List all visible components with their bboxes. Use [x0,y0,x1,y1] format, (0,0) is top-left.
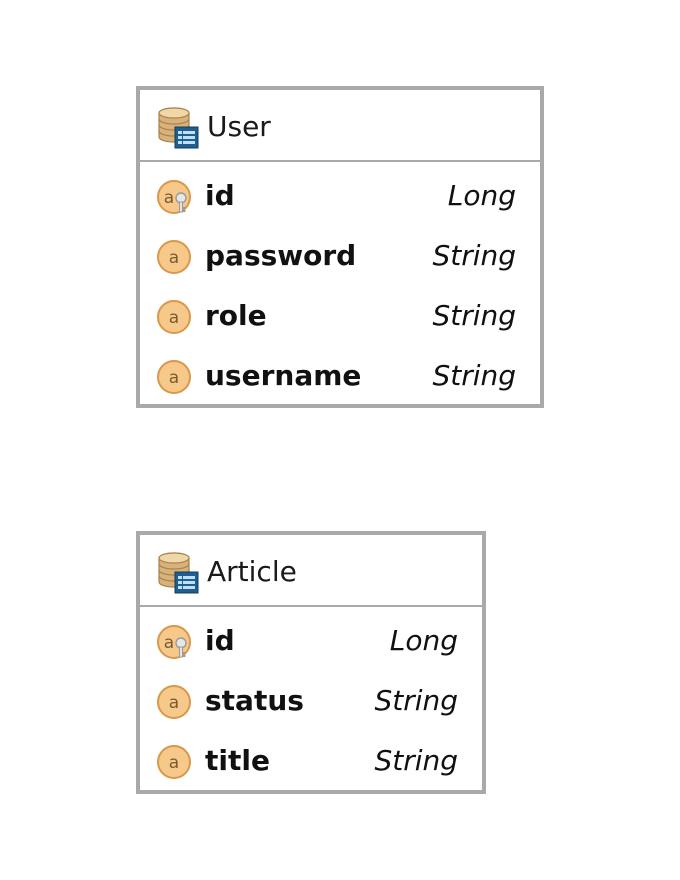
primary-key-attribute-icon [156,179,192,215]
field-name: username [205,359,362,392]
entity-header: User [140,90,540,162]
field-name: id [205,624,235,657]
attribute-icon [156,359,192,395]
database-table-icon [156,106,200,150]
attribute-icon [156,744,192,780]
attribute-icon [156,684,192,720]
entity-article[interactable]: Article id Long status String title Stri… [136,531,486,794]
field-name: id [205,179,235,212]
field-type: String [432,359,516,392]
field-row-role[interactable]: role String [140,285,540,345]
entity-header: Article [140,535,482,607]
attribute-icon [156,239,192,275]
field-name: role [205,299,267,332]
field-type: String [432,239,516,272]
field-type: Long [447,179,516,212]
field-type: String [374,684,458,717]
field-name: password [205,239,357,272]
field-list: id Long password String role String user… [140,162,540,405]
entity-title: Article [207,555,297,588]
field-name: status [205,684,304,717]
field-row-title[interactable]: title String [140,730,482,790]
field-type: Long [389,624,458,657]
primary-key-attribute-icon [156,624,192,660]
field-type: String [432,299,516,332]
field-row-username[interactable]: username String [140,345,540,405]
attribute-icon [156,299,192,335]
field-row-id[interactable]: id Long [140,610,482,670]
entity-user[interactable]: User id Long password String role String… [136,86,544,408]
field-row-id[interactable]: id Long [140,165,540,225]
field-name: title [205,744,270,777]
database-table-icon [156,551,200,595]
field-list: id Long status String title String [140,607,482,790]
entity-title: User [207,110,271,143]
field-type: String [374,744,458,777]
field-row-status[interactable]: status String [140,670,482,730]
field-row-password[interactable]: password String [140,225,540,285]
